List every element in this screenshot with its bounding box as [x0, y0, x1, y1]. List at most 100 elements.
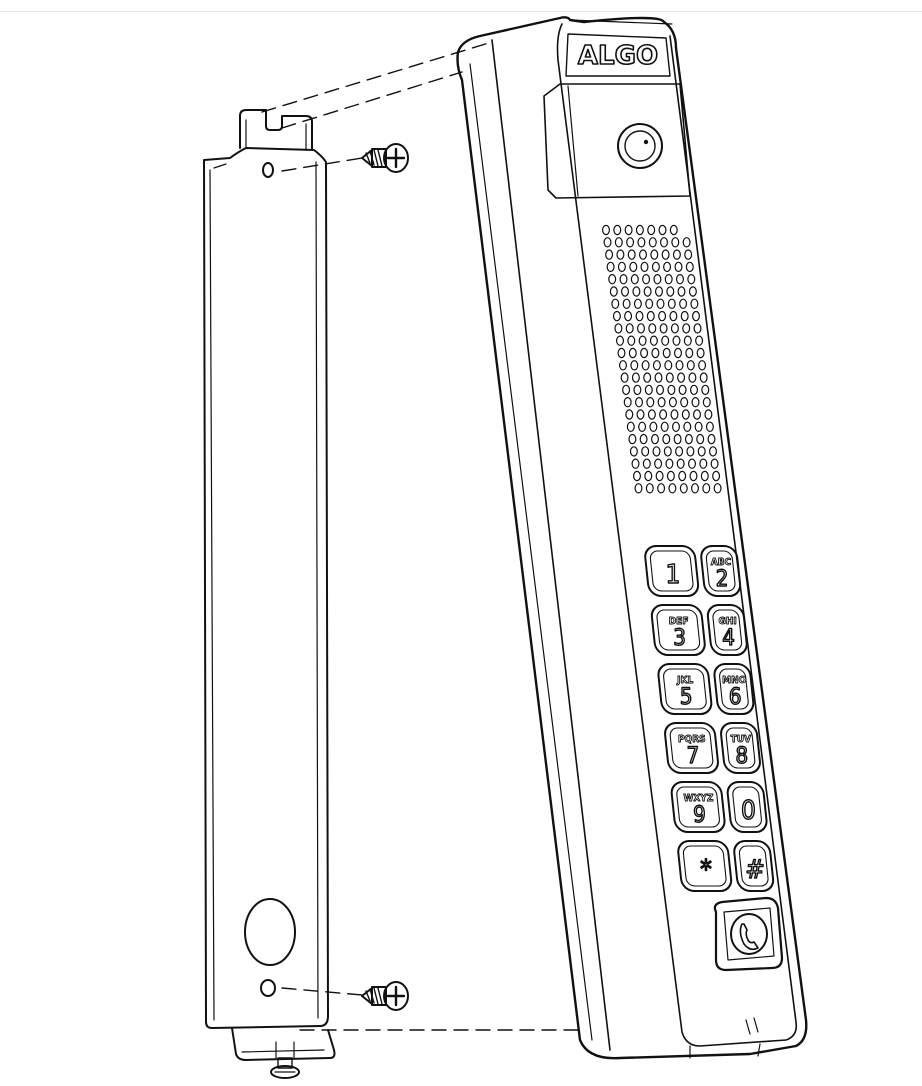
- speaker-hole: [641, 360, 650, 371]
- bottom-mount-screw-icon: [361, 981, 409, 1011]
- speaker-hole: [672, 335, 681, 346]
- speaker-hole: [654, 286, 663, 297]
- speaker-hole: [675, 446, 684, 457]
- bracket-top-hole: [262, 162, 274, 178]
- bracket-cable-hole: [244, 898, 296, 966]
- speaker-hole: [662, 347, 671, 359]
- speaker-hole: [620, 286, 629, 297]
- camera-lens-icon: [617, 123, 663, 169]
- alignment-lines: [261, 41, 583, 1031]
- speaker-hole: [687, 274, 696, 285]
- speaker-hole: [673, 433, 682, 445]
- speaker-hole: [617, 261, 626, 273]
- speaker-hole: [650, 249, 659, 260]
- speaker-hole: [618, 360, 627, 371]
- speaker-hole: [689, 470, 698, 482]
- keypad-button-hash[interactable]: #: [733, 840, 775, 892]
- speaker-hole: [678, 470, 687, 482]
- logo-panel: ALGO: [565, 33, 671, 77]
- speaker-hole: [648, 323, 657, 334]
- speaker-hole: [710, 458, 719, 469]
- keypad-button-star[interactable]: *: [677, 840, 733, 892]
- speaker-hole: [640, 347, 649, 359]
- speaker-hole: [671, 237, 680, 248]
- keypad-digit: 4: [722, 626, 735, 651]
- speaker-hole: [648, 237, 657, 248]
- keypad-letters: JKL: [676, 675, 693, 686]
- speaker-hole: [696, 433, 705, 445]
- speaker-hole: [657, 397, 666, 408]
- keypad-digit: 2: [716, 567, 729, 592]
- speaker-hole: [666, 470, 675, 482]
- brand-logo: ALGO: [578, 41, 658, 71]
- speaker-hole: [646, 310, 655, 322]
- speaker-hole: [699, 372, 708, 383]
- speaker-hole: [659, 409, 668, 420]
- speaker-hole: [687, 458, 696, 469]
- speaker-hole: [633, 384, 642, 396]
- speaker-hole: [665, 458, 674, 469]
- speaker-hole: [688, 372, 697, 383]
- keypad-digit: 0: [741, 796, 756, 826]
- speaker-hole: [601, 224, 610, 236]
- speaker-hole: [679, 483, 688, 494]
- speaker-hole: [696, 347, 705, 359]
- speaker-hole: [608, 274, 617, 285]
- speaker-hole: [690, 298, 699, 309]
- speaker-hole: [647, 224, 656, 236]
- keypad-digit: 8: [736, 744, 749, 769]
- speaker-hole: [633, 298, 642, 309]
- speaker-hole: [669, 224, 678, 236]
- speaker-hole: [671, 421, 680, 432]
- speaker-hole: [672, 249, 681, 260]
- keypad-digit: #: [745, 855, 765, 885]
- keypad-button-1[interactable]: 1: [644, 545, 700, 597]
- speaker-hole: [704, 409, 713, 420]
- keypad-letters: WXYZ: [683, 793, 713, 804]
- speaker-hole: [630, 274, 639, 285]
- speaker-hole: [619, 274, 628, 285]
- speaker-hole: [669, 310, 678, 322]
- speaker-hole: [623, 397, 632, 408]
- speaker-hole: [686, 360, 695, 371]
- speaker-hole: [663, 261, 672, 273]
- speaker-hole: [675, 274, 684, 285]
- speaker-hole: [638, 335, 647, 346]
- keypad-letters: GHI: [718, 616, 736, 627]
- speaker-hole: [658, 310, 667, 322]
- speaker-hole: [657, 483, 666, 494]
- keypad-button-0[interactable]: 0: [726, 781, 768, 833]
- speaker-hole: [670, 409, 679, 420]
- speaker-hole: [653, 274, 662, 285]
- speaker-hole: [670, 323, 679, 334]
- speaker-hole: [632, 286, 641, 297]
- speaker-hole: [625, 323, 634, 334]
- call-button[interactable]: [713, 896, 784, 972]
- speaker-hole: [652, 360, 661, 371]
- speaker-hole: [637, 237, 646, 248]
- speaker-hole: [665, 372, 674, 383]
- keypad-digit: 3: [673, 626, 686, 651]
- speaker-hole: [680, 310, 689, 322]
- keypad-digit: 5: [680, 685, 693, 710]
- speaker-hole: [685, 261, 694, 273]
- speaker-hole: [614, 323, 623, 334]
- speaker-hole: [631, 458, 640, 469]
- speaker-hole: [691, 397, 700, 408]
- speaker-hole: [624, 224, 633, 236]
- speaker-hole: [651, 261, 660, 273]
- keypad-letters: TUV: [731, 734, 751, 745]
- speaker-hole: [643, 372, 652, 383]
- speaker-hole: [685, 347, 694, 359]
- speaker-hole: [649, 335, 658, 346]
- speaker-hole: [683, 421, 692, 432]
